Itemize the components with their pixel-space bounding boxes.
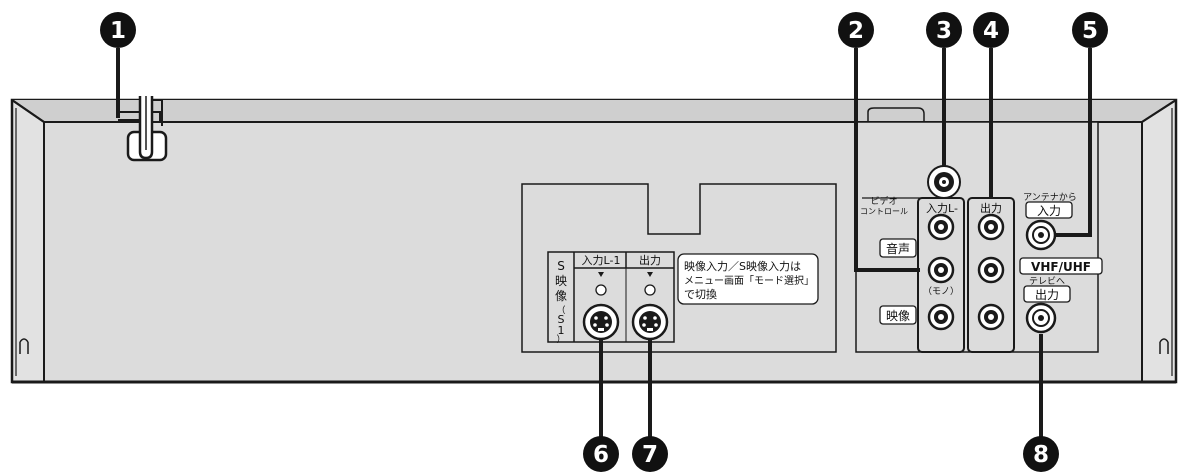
callout-6: 6 — [583, 436, 619, 472]
callout-1: 1 — [100, 12, 136, 48]
callout-1-number: 1 — [110, 18, 126, 44]
callout-7: 7 — [632, 436, 668, 472]
rf-output-label: 出力 — [1035, 288, 1059, 302]
s-video-vertical-label-4: S — [558, 313, 565, 326]
s-video-section: S 映 像 （ S 1 ） 入力L-1 出力 — [547, 251, 675, 345]
antenna-input-label: 入力 — [1037, 204, 1061, 218]
s-video-output-label: 出力 — [639, 253, 661, 267]
audio-output-jack-bottom — [977, 256, 1005, 284]
note-line-0: 映像入力／S映像入力は — [684, 260, 801, 273]
s-video-vertical-label-2: 像 — [555, 289, 567, 303]
callout-3-number: 3 — [936, 18, 952, 44]
note-box: 映像入力／S映像入力は メニュー画面「モード選択」 で切換 — [677, 253, 819, 305]
callout-5-number: 5 — [1082, 18, 1098, 44]
callout-4: 4 — [973, 12, 1009, 48]
s-video-input-jack — [582, 303, 620, 341]
note-line-2: で切換 — [684, 288, 717, 301]
video-control-label-1: コントロール — [860, 207, 908, 216]
video-control-label-0: ビデオ — [870, 195, 897, 207]
callout-4-number: 4 — [983, 18, 999, 44]
rf-output-jack — [1025, 302, 1057, 334]
av-output-label: 出力 — [980, 201, 1002, 215]
note-line-1: メニュー画面「モード選択」 — [684, 274, 814, 287]
callout-3: 3 — [926, 12, 962, 48]
leader-lines — [116, 48, 1092, 442]
video-label-box: 映像 — [879, 305, 917, 325]
callout-2: 2 — [838, 12, 874, 48]
audio-output-jack-top — [977, 213, 1005, 241]
antenna-section: アンテナから 入力 VHF/UHF テレビへ 出力 — [1019, 192, 1103, 334]
s-video-vertical-label-0: S — [557, 259, 565, 273]
callout-8-number: 8 — [1033, 442, 1049, 468]
audio-label-box: 音声 — [879, 238, 917, 258]
video-label: 映像 — [886, 309, 910, 323]
s-video-vertical-label-6: ） — [556, 334, 565, 345]
antenna-from-label: アンテナから — [1023, 192, 1077, 203]
s-video-vertical-label-5: 1 — [558, 324, 565, 337]
audio-input-jack-top — [927, 213, 955, 241]
audio-input-jack-mono — [927, 256, 955, 284]
callout-8: 8 — [1023, 436, 1059, 472]
s-video-vertical-label-1: 映 — [555, 274, 567, 288]
antenna-input-jack — [1025, 219, 1057, 251]
callout-7-number: 7 — [642, 442, 658, 468]
video-output-jack — [977, 303, 1005, 331]
mono-label: （モノ） — [923, 286, 959, 297]
av-input-group: 入力L- （モノ） — [917, 197, 965, 353]
leader-line-5 — [1056, 48, 1092, 237]
callout-2-number: 2 — [848, 18, 864, 44]
video-input-jack — [927, 303, 955, 331]
callout-6-number: 6 — [593, 442, 609, 468]
leader-line-2 — [854, 48, 920, 272]
s-video-input-label: 入力L-1 — [582, 254, 621, 267]
to-tv-label: テレビへ — [1029, 276, 1065, 287]
s-video-output-jack — [631, 303, 669, 341]
s-video-vertical-label-3: （ — [556, 305, 565, 316]
audio-label: 音声 — [886, 241, 910, 256]
power-cord — [118, 96, 168, 162]
vhf-uhf-label: VHF/UHF — [1031, 260, 1091, 274]
input-l-label: 入力L- — [926, 202, 958, 215]
av-output-group: 出力 — [967, 197, 1015, 353]
callout-5: 5 — [1072, 12, 1108, 48]
